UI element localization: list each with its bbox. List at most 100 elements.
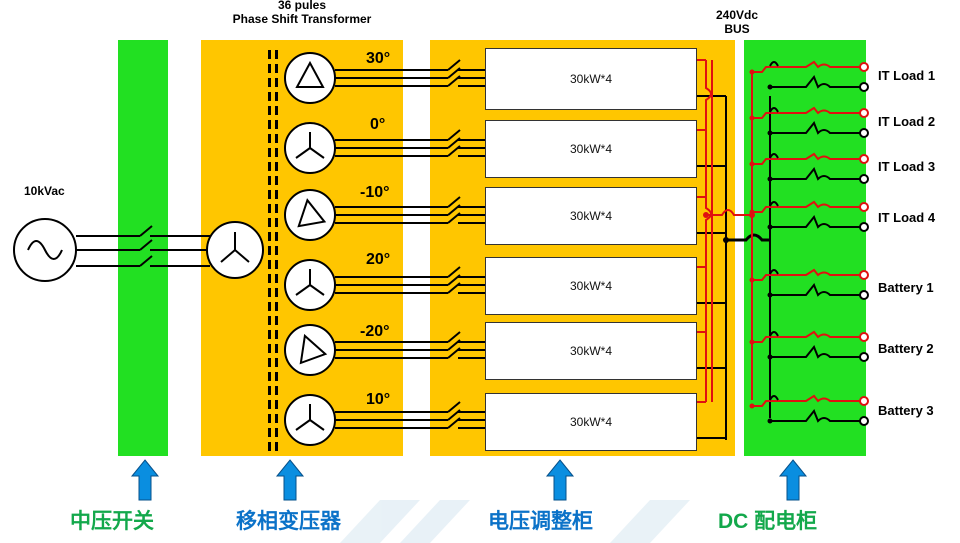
core-dash xyxy=(268,358,271,367)
module-label: 30kW*4 xyxy=(569,209,613,223)
up-arrow-icon xyxy=(778,459,808,501)
core-dash xyxy=(268,246,271,255)
core-dash xyxy=(268,288,271,297)
negative-branch xyxy=(770,409,860,423)
core-dash xyxy=(268,148,271,157)
caption-mv-switch: 中压开关 xyxy=(70,510,154,533)
core-dash xyxy=(275,344,278,353)
positive-branch xyxy=(752,268,860,281)
delta-winding-icon xyxy=(295,60,325,88)
core-dash xyxy=(268,106,271,115)
dc-panel xyxy=(744,40,866,456)
breaker-contact xyxy=(447,266,461,278)
core-dash xyxy=(275,288,278,297)
core-dash xyxy=(275,428,278,437)
positive-branch xyxy=(752,60,860,73)
rectifier-module: 30kW*4 xyxy=(485,48,697,110)
positive-branch xyxy=(752,330,860,343)
delta-winding-icon xyxy=(299,333,328,365)
transformer-core xyxy=(268,50,278,451)
core-dash xyxy=(268,372,271,381)
caption-voltage-regulator-cabinet: 电压调整柜 xyxy=(488,510,593,533)
phase-angle: 10° xyxy=(366,391,391,408)
core-dash xyxy=(268,274,271,283)
rail-hook xyxy=(769,269,779,275)
wye-winding-icon xyxy=(295,132,325,159)
output-terminal xyxy=(859,202,869,212)
wye-winding-icon xyxy=(295,269,325,296)
junction-dot xyxy=(749,209,755,215)
breaker-contact xyxy=(447,274,461,286)
core-dash xyxy=(275,148,278,157)
output-label: Battery 3 xyxy=(878,403,934,418)
core-dash xyxy=(275,316,278,325)
rail-hook xyxy=(769,395,779,401)
transformer-header-line1: 36 pules xyxy=(277,0,327,12)
breaker-contact xyxy=(447,196,461,208)
junction-dot xyxy=(749,277,755,283)
up-arrow-icon xyxy=(130,459,160,501)
breaker-contact xyxy=(447,417,461,429)
breaker-contact xyxy=(447,129,461,141)
output-label: IT Load 4 xyxy=(878,210,936,225)
core-dash xyxy=(275,246,278,255)
core-dash xyxy=(275,400,278,409)
output-terminal xyxy=(859,62,869,72)
negative-branch xyxy=(770,75,860,89)
rail-hook xyxy=(769,331,779,337)
core-dash xyxy=(275,78,278,87)
core-dash xyxy=(268,64,271,73)
module-label: 30kW*4 xyxy=(569,344,613,358)
breaker-contact xyxy=(447,401,461,413)
core-dash xyxy=(275,442,278,451)
core-dash xyxy=(275,176,278,185)
transformer-header-line2: Phase Shift Transformer xyxy=(232,12,372,26)
negative-branch xyxy=(770,283,860,297)
core-dash xyxy=(275,64,278,73)
output-label: IT Load 2 xyxy=(878,114,936,129)
core-dash xyxy=(275,386,278,395)
core-dash xyxy=(275,218,278,227)
bus-header: 240Vdc BUS xyxy=(700,8,774,36)
output-terminal xyxy=(859,222,869,232)
breaker-contact xyxy=(447,145,461,157)
secondary-winding-icon xyxy=(284,324,336,376)
phase-angle: -10° xyxy=(360,184,390,201)
core-dash xyxy=(275,330,278,339)
core-dash xyxy=(275,414,278,423)
output-label: Battery 2 xyxy=(878,341,934,356)
transformer-secondary-row xyxy=(284,394,485,446)
core-dash xyxy=(275,134,278,143)
core-dash xyxy=(268,260,271,269)
junction-dot xyxy=(723,237,729,243)
primary-winding-icon xyxy=(206,221,264,279)
junction-dot xyxy=(767,224,773,230)
junction-dot xyxy=(749,403,755,409)
transformer-secondary-row xyxy=(284,189,485,241)
core-dash xyxy=(275,274,278,283)
core-dash xyxy=(275,50,278,59)
junction-dot xyxy=(703,212,709,218)
core-dash xyxy=(275,106,278,115)
rail-hook xyxy=(769,61,779,67)
up-arrow-icon xyxy=(275,459,305,501)
rail-hook xyxy=(769,201,779,207)
breaker-contact xyxy=(447,339,461,351)
positive-bus xyxy=(705,60,712,402)
rectifier-module: 30kW*4 xyxy=(485,187,697,245)
source-label: 10kVac xyxy=(24,184,65,198)
transformer-secondary-row xyxy=(284,52,485,104)
output-terminal xyxy=(859,82,869,92)
output-label: Battery 1 xyxy=(878,280,934,295)
output-terminal xyxy=(859,396,869,406)
breaker-contact xyxy=(447,137,461,149)
transformer-header: 36 pules Phase Shift Transformer xyxy=(214,0,390,26)
transformer-secondary-row xyxy=(284,259,485,311)
junction-dot xyxy=(767,130,773,136)
module-label: 30kW*4 xyxy=(569,415,613,429)
core-dash xyxy=(268,316,271,325)
junction-dot xyxy=(767,418,773,424)
rail-hook xyxy=(769,107,779,113)
output-terminal xyxy=(859,108,869,118)
secondary-winding-icon xyxy=(284,189,336,241)
